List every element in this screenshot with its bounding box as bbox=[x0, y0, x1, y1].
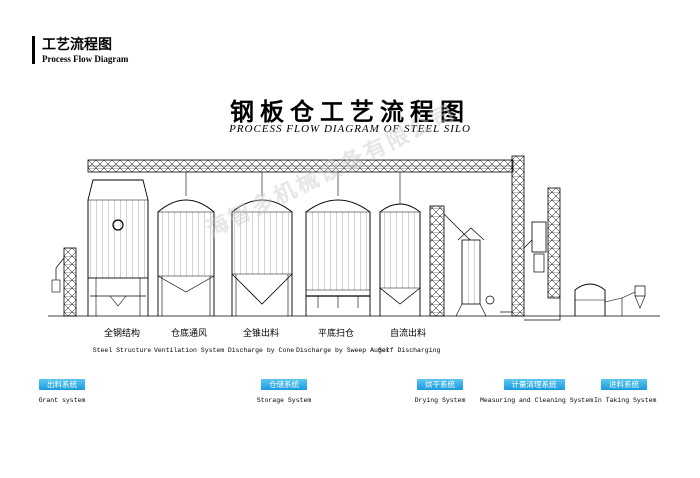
header-accent-bar bbox=[32, 36, 35, 64]
system-drying: 烘干系统 Drying System bbox=[406, 372, 474, 404]
left-elevator bbox=[51, 247, 77, 317]
stage-label-en: Discharge by Cone bbox=[227, 347, 295, 354]
header-title-cn: 工艺流程图 bbox=[42, 37, 112, 53]
stage-self-discharging: 自流出料 Self Discharging bbox=[378, 326, 441, 354]
system-intake: 进料系统 In Taking System bbox=[594, 372, 657, 404]
silo-ventilation bbox=[157, 172, 215, 316]
stage-steel-structure: 全钢结构 Steel Structure bbox=[92, 326, 152, 354]
stage-sweep-auger: 平底扫仓 Discharge by Sweep Auger bbox=[296, 326, 390, 354]
dryer-tower bbox=[455, 227, 495, 317]
stage-label-en: Discharge by Sweep Auger bbox=[296, 347, 390, 354]
intake-tank bbox=[574, 283, 623, 316]
silo-cone-discharge bbox=[231, 172, 293, 316]
system-discharge: 出料系统 Grant system bbox=[28, 372, 96, 404]
diagram-title-cn: 钢板仓工艺流程图 bbox=[230, 98, 470, 126]
system-tab: 计量清理系统 bbox=[503, 379, 565, 390]
system-label-en: Storage System bbox=[256, 397, 312, 404]
system-storage: 仓储系统 Storage System bbox=[250, 372, 318, 404]
stage-label-cn: 全钢结构 bbox=[103, 329, 140, 339]
system-tab: 出料系统 bbox=[39, 379, 85, 390]
system-label-en: Measuring and Cleaning System bbox=[480, 397, 594, 404]
silo-steel-structure bbox=[87, 179, 149, 316]
system-measuring-cleaning: 计量清理系统 Measuring and Cleaning System bbox=[480, 372, 594, 404]
cleaning-tower bbox=[523, 187, 561, 321]
header-title-en: Process Flow Diagram bbox=[42, 54, 129, 64]
system-tab: 仓储系统 bbox=[261, 379, 307, 390]
system-label-en: Grant system bbox=[38, 397, 86, 404]
stage-label-en: Self Discharging bbox=[378, 347, 441, 354]
dryer-elevator bbox=[429, 205, 471, 317]
system-label-en: Drying System bbox=[414, 397, 466, 404]
stage-label-en: Ventilation System bbox=[154, 347, 225, 354]
system-tab: 进料系统 bbox=[601, 379, 647, 390]
silo-self-discharging bbox=[379, 172, 421, 316]
stage-label-cn: 自流出料 bbox=[389, 329, 426, 339]
system-tab: 烘干系统 bbox=[417, 379, 463, 390]
stage-label-cn: 仓底通风 bbox=[170, 329, 207, 339]
stage-label-en: Steel Structure bbox=[92, 347, 152, 354]
intake-cyclone bbox=[621, 285, 646, 309]
main-elevator bbox=[500, 155, 525, 317]
stage-ventilation: 仓底通风 Ventilation System bbox=[154, 326, 224, 354]
stage-label-cn: 全锥出料 bbox=[242, 329, 279, 339]
top-conveyor-gallery bbox=[87, 159, 514, 173]
silo-sweep-auger bbox=[305, 172, 371, 316]
diagram-title-en: PROCESS FLOW DIAGRAM OF STEEL SILO bbox=[229, 123, 471, 135]
stage-label-cn: 平底扫仓 bbox=[317, 329, 354, 339]
stage-cone-discharge: 全锥出料 Discharge by Cone bbox=[226, 326, 296, 354]
system-label-en: In Taking System bbox=[594, 397, 657, 404]
